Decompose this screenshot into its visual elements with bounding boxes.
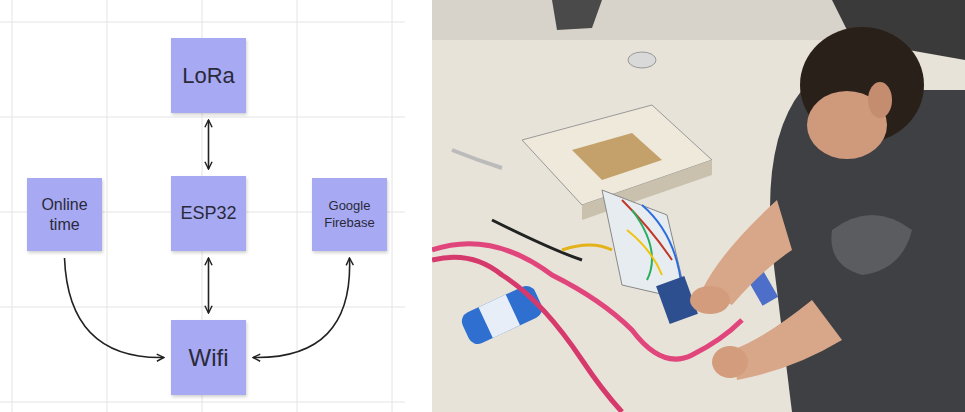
note-text-group: Google Firebase bbox=[318, 198, 381, 231]
arrow-connector bbox=[253, 258, 350, 358]
wire bbox=[562, 245, 612, 250]
sticky-note: Google Firebase bbox=[312, 178, 387, 251]
table-top bbox=[432, 0, 965, 412]
note-label: LoRa bbox=[182, 62, 235, 90]
note-label: Wifi bbox=[189, 343, 229, 373]
sticky-note: ESP32 bbox=[171, 176, 246, 251]
jumper-wires bbox=[622, 200, 682, 290]
battery bbox=[459, 283, 546, 348]
note-text-group: Online time bbox=[33, 195, 96, 235]
sticky-note: Wifi bbox=[171, 320, 246, 395]
t-shirt bbox=[770, 90, 965, 412]
note-text-group: Wifi bbox=[189, 343, 229, 373]
hand bbox=[712, 346, 748, 378]
board bbox=[0, 0, 405, 412]
hand bbox=[690, 286, 730, 314]
arrow-connector bbox=[65, 258, 165, 358]
box-print bbox=[572, 133, 662, 180]
power-cable bbox=[432, 257, 622, 412]
roll bbox=[628, 52, 656, 68]
sticky-note: LoRa bbox=[171, 38, 246, 113]
grid-lines bbox=[0, 0, 405, 412]
ear bbox=[868, 82, 892, 118]
shirt-print bbox=[831, 215, 912, 275]
arrow-connector bbox=[208, 120, 210, 169]
wire bbox=[492, 220, 582, 260]
kit-box bbox=[522, 105, 712, 205]
arm bbox=[732, 300, 842, 380]
note-text-group: LoRa bbox=[182, 62, 235, 90]
note-label: Online time bbox=[33, 195, 96, 235]
chair bbox=[552, 0, 602, 30]
note-text-group: ESP32 bbox=[180, 202, 236, 225]
note-label: ESP32 bbox=[180, 202, 236, 225]
cable bbox=[452, 150, 502, 168]
arrow-connector bbox=[208, 258, 210, 313]
sticky-note: Online time bbox=[27, 178, 102, 251]
note-label: Google Firebase bbox=[318, 198, 381, 231]
lab-photo bbox=[432, 0, 965, 412]
